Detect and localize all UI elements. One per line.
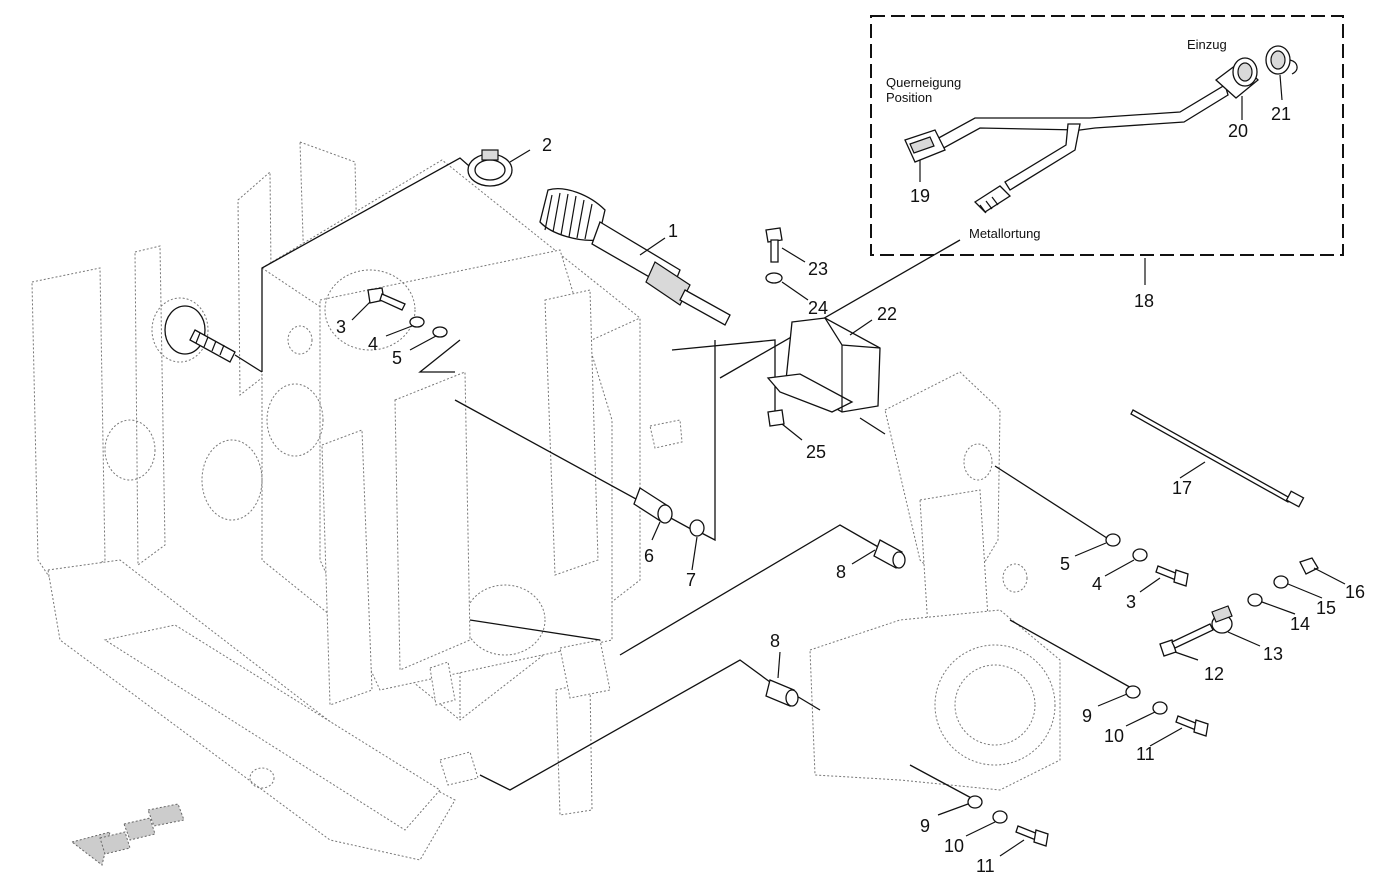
washer-9-right: [1125, 685, 1141, 699]
washer-4-right: [1132, 548, 1148, 562]
nut-25: [767, 409, 785, 427]
washer-7: [689, 519, 705, 537]
washer-10-right: [1152, 701, 1168, 715]
connector-20: [1214, 57, 1259, 99]
connector-metallortung: [973, 185, 1012, 214]
callout-15: 15: [1316, 598, 1336, 618]
callout-9-lower: 9: [920, 816, 930, 836]
drive-shaft-1: [539, 188, 731, 326]
machine-frame-ghost: [31, 141, 1061, 866]
callout-21: 21: [1271, 104, 1291, 124]
bolt-3-upper: [367, 287, 406, 311]
cable-tie-17: [1130, 409, 1305, 508]
callout-23: 23: [808, 259, 828, 279]
callout-8-lower: 8: [770, 631, 780, 651]
callout-5-upper: 5: [392, 348, 402, 368]
callout-25: 25: [806, 442, 826, 462]
washer-9-lower: [967, 795, 983, 809]
callout-14: 14: [1290, 614, 1310, 634]
clamp-13: [1211, 605, 1233, 634]
washer-14: [1247, 593, 1263, 607]
leader-lines: [351, 74, 1346, 857]
callout-18: 18: [1134, 291, 1154, 311]
callout-2: 2: [542, 135, 552, 155]
assembly-lines: [234, 157, 1136, 801]
bolt-23: [765, 227, 783, 263]
callout-1: 1: [668, 221, 678, 241]
callout-19: 19: [910, 186, 930, 206]
bushing-6: [633, 487, 673, 524]
callout-20: 20: [1228, 121, 1248, 141]
harness-labels: Einzug Querneigung Position Metallortung: [886, 37, 1227, 241]
cap-21: [1265, 45, 1298, 75]
wiring-harness: [904, 45, 1298, 214]
cover-22: [766, 317, 881, 413]
label-metallortung: Metallortung: [969, 226, 1041, 241]
washer-5-right: [1105, 533, 1121, 547]
bushing-8-lower: [765, 679, 799, 707]
callout-11-right: 11: [1136, 744, 1155, 764]
nut-16: [1299, 557, 1319, 575]
washer-10-lower: [992, 810, 1008, 824]
callout-10-right: 10: [1104, 726, 1124, 746]
callout-16: 16: [1345, 582, 1365, 602]
callout-4-right: 4: [1092, 574, 1102, 594]
washer-5-upper: [432, 326, 448, 338]
callout-7: 7: [686, 570, 696, 590]
label-einzug: Einzug: [1187, 37, 1227, 52]
callout-12: 12: [1204, 664, 1224, 684]
washer-24: [765, 272, 783, 284]
callout-11-lower: 11: [976, 856, 995, 876]
hose-clamp-2: [467, 149, 513, 187]
shaft-stub: [164, 305, 236, 363]
bolt-3-right: [1155, 565, 1189, 587]
callout-24: 24: [808, 298, 828, 318]
callout-5-right: 5: [1060, 554, 1070, 574]
callout-10-lower: 10: [944, 836, 964, 856]
bolt-12: [1159, 623, 1214, 657]
callout-numbers: 1 2 3 4 5 6 7 8 8 5 4 3 9 10 11 9 10 11 …: [336, 104, 1365, 876]
callout-8-upper: 8: [836, 562, 846, 582]
label-querneigung: Querneigung: [886, 75, 961, 90]
callout-3-upper: 3: [336, 317, 346, 337]
callout-13: 13: [1263, 644, 1283, 664]
harness-group-box: [870, 15, 1344, 256]
callout-22: 22: [877, 304, 897, 324]
label-position: Position: [886, 90, 932, 105]
washer-4-upper: [409, 316, 425, 328]
washer-15: [1273, 575, 1289, 589]
callout-9-right: 9: [1082, 706, 1092, 726]
bushing-8-upper: [873, 539, 906, 569]
callout-3-right: 3: [1126, 592, 1136, 612]
bolt-11-right: [1175, 715, 1209, 737]
callout-17: 17: [1172, 478, 1192, 498]
bolt-11-lower: [1015, 825, 1049, 847]
callout-4-upper: 4: [368, 334, 378, 354]
callout-6: 6: [644, 546, 654, 566]
connector-19: [904, 129, 946, 163]
